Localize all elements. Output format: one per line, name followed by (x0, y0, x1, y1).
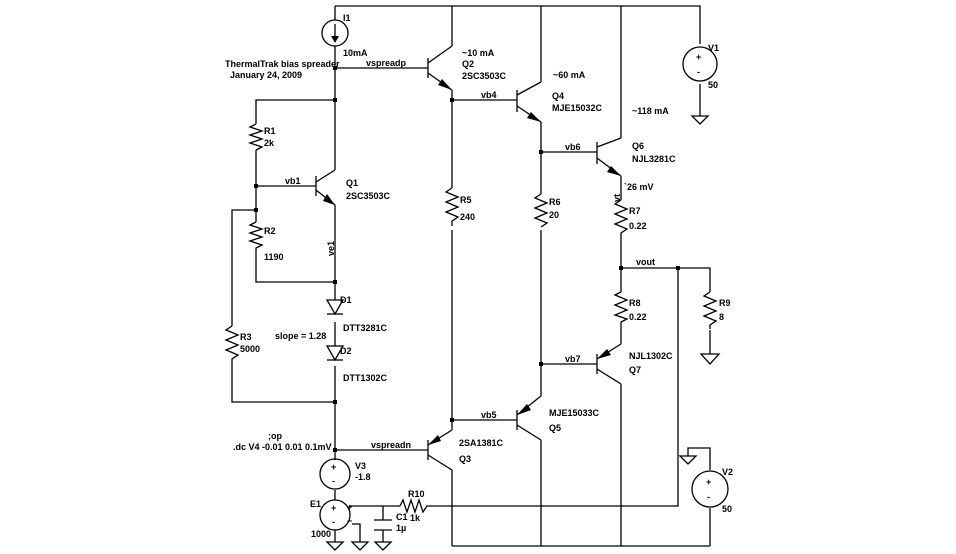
directive-op: ;op (268, 431, 282, 441)
e1-name: E1 (310, 499, 321, 509)
r8-name: R8 (629, 298, 641, 308)
e1-plus-pin: + (347, 502, 352, 512)
d2-name: D2 (340, 346, 352, 356)
q4-name: Q4 (552, 91, 564, 101)
d1-name: D1 (340, 295, 352, 305)
diodes (325, 299, 345, 362)
q4-current-note: ~60 mA (553, 70, 586, 80)
q2-current-note: ~10 mA (462, 48, 495, 58)
r10-name: R10 (408, 489, 425, 499)
net-vspreadn: vspreadn (371, 440, 411, 450)
svg-text:+: + (706, 477, 711, 487)
svg-text:+: + (331, 503, 336, 513)
r9-name: R9 (719, 298, 731, 308)
net-labels: vspreadp vspreadn vb1 ve1 vb4 vb5 vb6 vb… (285, 58, 655, 450)
r1-name: R1 (264, 126, 276, 136)
q7-name: Q7 (629, 365, 641, 375)
r8-value: 0.22 (629, 312, 647, 322)
net-vb7: vb7 (565, 354, 581, 364)
q6-current-note: ~118 mA (632, 106, 669, 116)
r7-value: 0.22 (629, 221, 647, 231)
junctions (254, 66, 680, 452)
voltage-source-v3: + - (319, 458, 351, 490)
r9-value: 8 (719, 312, 724, 322)
r5-name: R5 (460, 195, 472, 205)
svg-text:+: + (331, 462, 336, 472)
schematic-date: January 24, 2009 (230, 70, 302, 80)
svg-text:-: - (332, 476, 335, 486)
slope-note: slope = 1.28 (275, 331, 326, 341)
r1-value: 2k (264, 138, 275, 148)
ground-symbols (325, 115, 721, 551)
c1-name: C1 (396, 512, 408, 522)
net-vb6: vb6 (565, 142, 581, 152)
r6-name: R6 (549, 197, 561, 207)
e1-minus-pin: − (347, 516, 352, 526)
voltage-source-v2: + - (691, 470, 729, 508)
r3-value: 5000 (240, 344, 260, 354)
e1-value: 1000 (311, 529, 331, 539)
annotation-labels: slope = 1.28 ~10 mA ~60 mA ~118 mA `26 m… (275, 48, 669, 341)
i1-value: 10mA (343, 48, 368, 58)
net-ve1: ve1 (326, 241, 336, 256)
q5-name: Q5 (549, 423, 561, 433)
dependent-source-e1: + - (319, 499, 351, 531)
q1-name: Q1 (346, 178, 358, 188)
q2-value: 2SC3503C (462, 71, 507, 81)
r6-value: 20 (549, 210, 559, 220)
q6-value: NJL3281C (632, 154, 676, 164)
i1-name: I1 (343, 13, 351, 23)
net-vt: vt (612, 194, 622, 202)
component-labels: I1 10mA V1 50 V2 50 V3 -1.8 E1 1000 + − … (240, 13, 733, 539)
r5-value: 240 (460, 212, 475, 222)
svg-text:-: - (697, 67, 700, 77)
d1-value: DTT3281C (343, 323, 388, 333)
svg-text:+: + (696, 52, 701, 62)
v1-value: 50 (708, 80, 718, 90)
v2-name: V2 (722, 467, 733, 477)
q2-name: Q2 (462, 59, 474, 69)
q3-name: Q3 (459, 454, 471, 464)
transistors (315, 45, 622, 471)
r2-name: R2 (264, 226, 276, 236)
q3-value: 2SA1381C (459, 438, 504, 448)
q7-value: NJL1302C (629, 351, 673, 361)
d2-value: DTT1302C (343, 373, 388, 383)
q6-name: Q6 (632, 141, 644, 151)
svg-text:-: - (332, 517, 335, 527)
v2-value: 50 (722, 504, 732, 514)
net-vb1: vb1 (285, 176, 301, 186)
net-vout: vout (636, 257, 655, 267)
r7-name: R7 (629, 206, 641, 216)
resistors (224, 123, 718, 515)
capacitor-c1 (374, 519, 392, 531)
net-vspreadp: vspreadp (366, 58, 407, 68)
r2-value: 1190 (264, 252, 284, 262)
voltage-source-v1: + - (682, 46, 718, 82)
schematic-title: ThermalTrak bias spreader (225, 59, 340, 69)
r7-voltage-note: `26 mV (624, 182, 654, 192)
q1-value: 2SC3503C (346, 191, 391, 201)
net-vb4: vb4 (481, 90, 497, 100)
current-source-i1 (321, 19, 349, 47)
c1-value: 1µ (396, 523, 406, 533)
v3-name: V3 (355, 461, 366, 471)
v3-value: -1.8 (355, 472, 371, 482)
q4-value: MJE15032C (552, 103, 603, 113)
directive-dc: .dc V4 -0.01 0.01 0.1mV (233, 442, 332, 452)
r3-name: R3 (240, 332, 252, 342)
v1-name: V1 (708, 43, 719, 53)
net-vb5: vb5 (481, 410, 497, 420)
r10-value: 1k (410, 513, 421, 523)
q5-value: MJE15033C (549, 408, 600, 418)
header-labels: ThermalTrak bias spreader January 24, 20… (225, 59, 340, 452)
svg-text:-: - (707, 492, 710, 502)
wires (231, 5, 711, 547)
